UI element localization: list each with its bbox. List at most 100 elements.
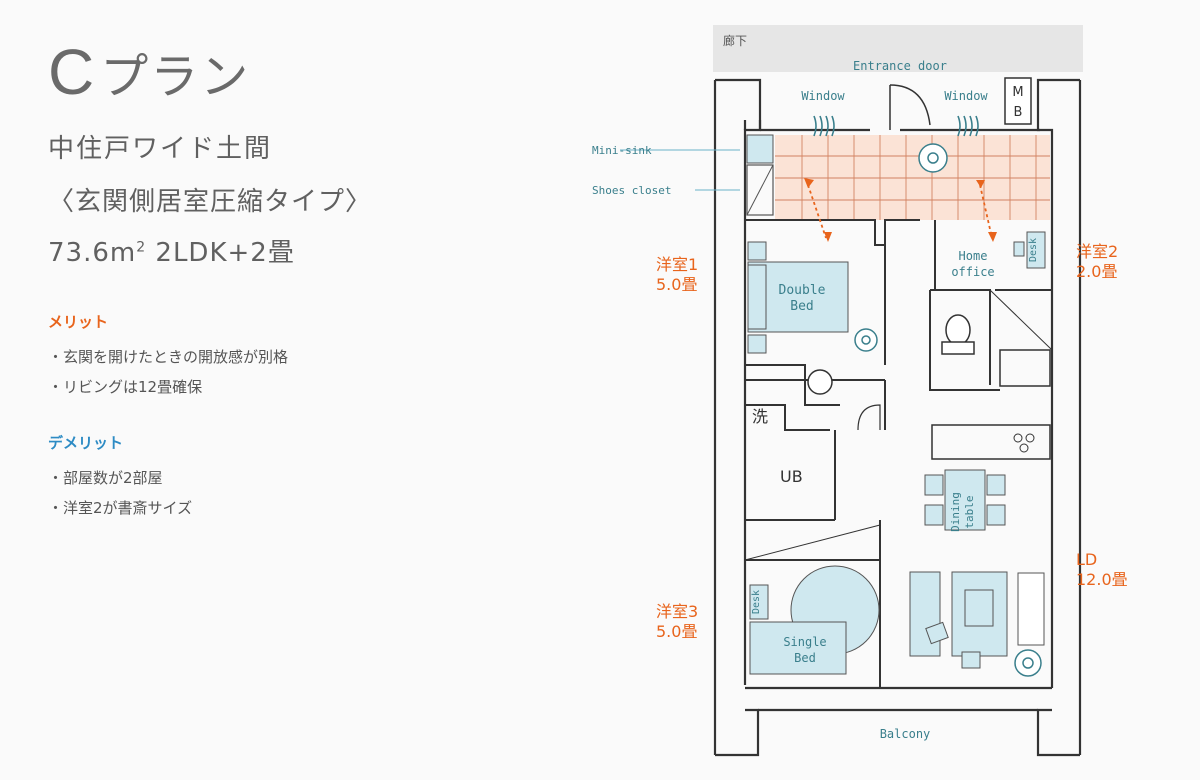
merits-heading: メリット [48, 313, 109, 331]
dining-label-1: Dining [949, 492, 962, 532]
arrow-heads [804, 178, 832, 242]
plan-name: プラン [100, 51, 251, 104]
dining-table [944, 469, 986, 531]
mini-sink [746, 134, 774, 164]
window-right-icon [957, 115, 979, 137]
window-left-icon [813, 115, 835, 137]
shoes-closet-diagonal [746, 164, 774, 216]
desk-top-label: Desk [1028, 238, 1039, 262]
plan-title: C プラン [48, 40, 568, 104]
corridor-label: 廊下 [723, 33, 747, 48]
ld-label: LD 12.0畳 [1076, 550, 1128, 590]
mini-sink-label: Mini-sink [592, 144, 652, 157]
room2-label: 洋室2 2.0畳 [1076, 242, 1118, 282]
double-bed [747, 261, 849, 333]
double-bed-label-2: Bed [790, 299, 813, 314]
nightstand [747, 334, 767, 354]
desk-bottom-label: Desk [751, 590, 762, 614]
demerits-heading: デメリット [48, 434, 124, 452]
floor-plan-drawing: 廊下 Entrance door [592, 25, 1083, 757]
wash-label: 洗 [752, 407, 768, 426]
shoes-closet-label: Shoes closet [592, 184, 671, 197]
ub-label: UB [780, 467, 803, 486]
single-bed-label-2: Bed [794, 651, 816, 665]
kitchen-counter [931, 424, 1051, 460]
mb-label-m: M [1012, 85, 1023, 100]
shoes-closet [746, 164, 774, 216]
single-bed-label-1: Single [783, 635, 826, 649]
arrow-heads [976, 180, 997, 242]
merit-item: ・玄関を開けたときの開放感が別格 [48, 348, 289, 366]
dining-chair [986, 504, 1006, 526]
mb-label-b: B [1014, 105, 1023, 120]
plan-type: 〈玄関側居室圧縮タイプ〉 [48, 187, 373, 217]
demerit-item: ・洋室2が書斎サイズ [48, 499, 193, 517]
plan-area: 73.6m [48, 238, 137, 268]
stove [1025, 433, 1035, 443]
desk-bottom [749, 584, 769, 620]
storage-diagonal [989, 289, 1053, 351]
room1-label: 洋室1 5.0畳 [656, 255, 698, 295]
demerit-item: ・部屋数が2部屋 [48, 469, 163, 487]
coffee-table [964, 589, 994, 627]
fan-icon [1014, 649, 1042, 677]
merit-item: ・リビングは12畳確保 [48, 378, 203, 396]
wash-basin [807, 369, 833, 395]
meter-box [1004, 77, 1032, 125]
double-bed-label-1: Double [779, 283, 826, 298]
demerits-section: デメリット ・部屋数が2部屋 ・洋室2が書斎サイズ [48, 432, 568, 523]
sofa [951, 571, 1008, 657]
toilet-tank [941, 341, 975, 355]
entrance-label: Entrance door [853, 59, 947, 73]
ld-name: LD [1076, 550, 1098, 569]
armchair [925, 621, 949, 645]
wash-door-swing [857, 404, 881, 431]
plan-description: C プラン 中住戸ワイド土間 〈玄関側居室圧縮タイプ〉 73.6m2 2LDK+… [48, 40, 568, 523]
window-left-label: Window [801, 89, 845, 103]
nightstand [747, 241, 767, 261]
dining-label-2: table [963, 495, 976, 528]
closet-diagonal [744, 524, 881, 561]
window-right-label: Window [944, 89, 988, 103]
room1-size: 5.0畳 [656, 275, 698, 294]
room2-size: 2.0畳 [1076, 262, 1118, 281]
fan-icon [854, 328, 878, 352]
desk-top [1026, 231, 1046, 269]
floor-plan: 廊下 Entrance door [580, 20, 1180, 760]
stove [1019, 443, 1029, 453]
sofa-side [909, 571, 941, 657]
bath-walls [745, 379, 886, 521]
entrance-door-swing [889, 84, 931, 126]
storage [999, 349, 1051, 387]
doma-grid [775, 135, 1050, 220]
room1-name: 洋室1 [656, 255, 699, 274]
corridor [713, 25, 1083, 72]
stool [961, 651, 981, 669]
room3-size: 5.0畳 [656, 622, 698, 641]
room3-walls [745, 520, 881, 688]
plan-subtitle: 中住戸ワイド土間 [48, 134, 273, 164]
dining-chair [924, 474, 944, 496]
room3-label: 洋室3 5.0畳 [656, 602, 698, 642]
room2-name: 洋室2 [1076, 242, 1119, 261]
tv-stand [1017, 572, 1045, 646]
dining-chair [986, 474, 1006, 496]
fan-icon [918, 143, 948, 173]
double-bed-pillow [747, 264, 767, 330]
desk-chair [1013, 241, 1025, 257]
ld-size: 12.0畳 [1076, 570, 1128, 589]
room3-name: 洋室3 [656, 602, 699, 621]
dining-chair [924, 504, 944, 526]
home-office-label-2: office [951, 265, 994, 279]
outer-walls [713, 78, 1082, 757]
balcony-label: Balcony [880, 727, 931, 741]
home-office-label-1: Home [959, 249, 988, 263]
plan-specs: 73.6m2 2LDK+2畳 [48, 232, 568, 269]
plan-layout: 2LDK+2畳 [155, 238, 295, 268]
merits-section: メリット ・玄関を開けたときの開放感が別格 ・リビングは12畳確保 [48, 311, 568, 402]
room1-walls [745, 219, 920, 381]
toilet [945, 314, 971, 346]
plan-area-sup: 2 [136, 239, 147, 256]
entrance-doma [775, 135, 1050, 220]
single-bed [749, 621, 847, 675]
